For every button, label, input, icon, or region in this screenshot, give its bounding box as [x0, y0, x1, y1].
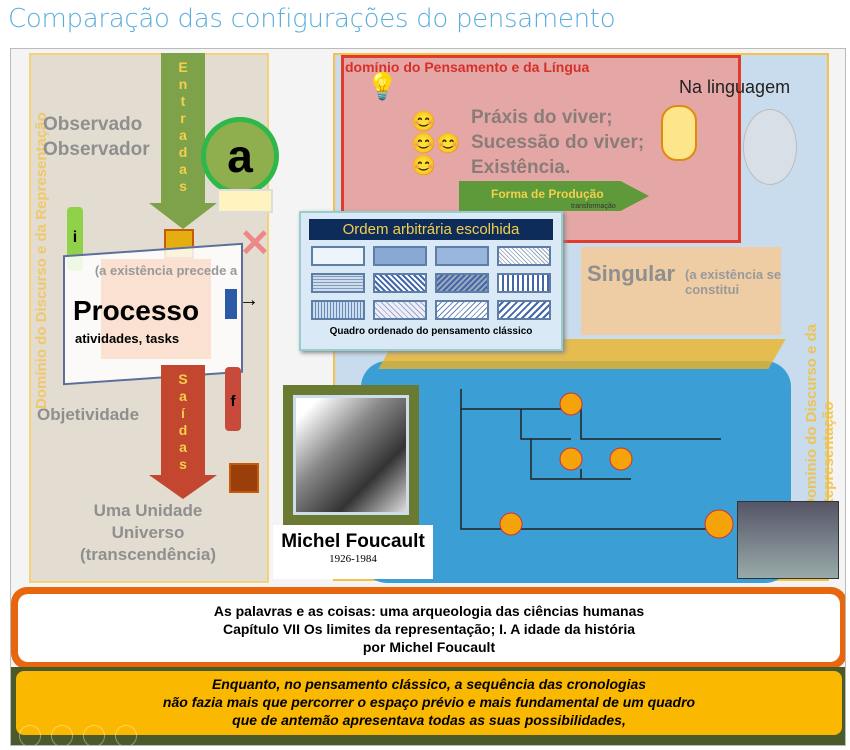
prev-slide-button[interactable] [19, 725, 41, 745]
entradas-letter: E [178, 59, 188, 75]
book-box: As palavras e as coisas: uma arqueologia… [11, 587, 845, 669]
portrait-caption: Michel Foucault 1926-1984 [273, 525, 433, 579]
pattern-cell [497, 300, 551, 320]
more-button[interactable] [115, 725, 137, 745]
smiley-icons: 😊😊😊😊 [411, 111, 461, 177]
door-icon [225, 289, 237, 319]
existencia-precede-text: (a existência precede a [94, 263, 238, 278]
existencia-line: Existência. [471, 157, 571, 178]
portrait-years: 1926-1984 [329, 553, 377, 565]
cycle-cube-icon [661, 105, 697, 161]
entradas-letter: a [179, 161, 187, 177]
praxis-text: Práxis do viver; Sucessão do viver; Exis… [471, 105, 644, 180]
pattern-grid [301, 246, 561, 320]
tree-diagram [460, 389, 734, 539]
existencia-note [101, 259, 211, 359]
singular-label: Singular [587, 261, 676, 286]
entradas-letter: t [180, 93, 186, 109]
forma-producao-label: Forma de Produção [491, 187, 604, 201]
quadro-header: Ordem arbitrária escolhida [309, 219, 553, 240]
pattern-cell [311, 246, 365, 266]
singular-box [581, 247, 781, 335]
book-line-1: As palavras e as coisas: uma arqueologia… [213, 603, 645, 619]
saidas-letter: a [179, 388, 187, 404]
arrow-right-icon: → [239, 289, 259, 311]
atividades-label: atividades, tasks [75, 331, 180, 346]
quadro-card: Ordem arbitrária escolhida Quadro ordena… [299, 211, 563, 351]
book-line-2: Capítulo VII Os limites da representação… [222, 621, 636, 637]
cube-nodes [499, 392, 734, 539]
pattern-cell [435, 273, 489, 293]
forma-producao-arrow [459, 181, 649, 211]
universo-text: Universo [111, 523, 185, 542]
dominio-pensamento-label: domínio do Pensamento e da Língua [345, 59, 590, 75]
pattern-cell [497, 246, 551, 266]
pattern-cell [311, 273, 365, 293]
portrait-frame [283, 385, 419, 525]
observador-text: Observador [43, 139, 150, 160]
portrait-name: Michel Foucault [281, 531, 425, 552]
objetividade-text: Objetividade [37, 405, 140, 424]
entradas-letter: d [178, 144, 188, 160]
entradas-letter: a [179, 127, 187, 143]
zoom-button[interactable] [83, 725, 105, 745]
quadro-caption: Quadro ordenado do pensamento clássico [329, 326, 533, 337]
na-linguagem-label: Na linguagem [679, 77, 791, 97]
presenter-video[interactable] [737, 501, 839, 579]
page-title: Comparação das configurações do pensamen… [8, 4, 616, 34]
question-cross-icon: ✕ [239, 223, 271, 265]
unidade-text: Uma Unidade [93, 501, 203, 520]
pen-button[interactable] [51, 725, 73, 745]
quote-line-3: que de antemão apresentava todas as suas… [232, 712, 626, 728]
entradas-letter: s [179, 178, 187, 194]
right-vertical-label: Domínio do Discurso e da Representação [803, 323, 837, 509]
quote-line-2: não fazia mais que percorrer o espaço pr… [162, 694, 696, 710]
pattern-cell [373, 300, 427, 320]
foucault-photo [293, 395, 409, 515]
pattern-cell [435, 300, 489, 320]
left-vertical-label: Domínio do Discurso e da Representação [33, 112, 50, 409]
speech-bubble [217, 189, 273, 213]
sucessao-line: Sucessão do viver; [471, 132, 645, 153]
ellipse-shape [743, 109, 797, 185]
book-line-3: por Michel Foucault [362, 639, 496, 655]
cube-dark-icon [229, 463, 259, 493]
saidas-letter: d [178, 422, 188, 438]
slide-controls [19, 725, 137, 745]
transformacao-label: transformação [571, 203, 616, 210]
slide: Domínio do Discurso e da Representação O… [10, 48, 846, 746]
pattern-cell [497, 273, 551, 293]
entradas-letter: n [178, 76, 188, 92]
praxis-line: Práxis do viver; [471, 107, 613, 128]
saidas-letter: a [179, 439, 187, 455]
observado-text: Observado [43, 114, 143, 135]
saidas-letter: s [179, 456, 187, 472]
existencia-constitui-text: (a existência se constitui [685, 267, 782, 297]
pattern-cell [311, 300, 365, 320]
pattern-cell [435, 246, 489, 266]
saidas-letter: S [178, 371, 188, 387]
quote-line-1: Enquanto, no pensamento clássico, a sequ… [211, 676, 647, 692]
quote-box: Enquanto, no pensamento clássico, a sequ… [11, 667, 845, 745]
badge-a: a [201, 117, 279, 195]
transcendencia-text: (transcendência) [79, 545, 217, 564]
entradas-letter: r [180, 110, 186, 126]
pattern-cell [373, 273, 427, 293]
saidas-letter: í [181, 405, 185, 421]
tag-f: f [225, 367, 241, 431]
pattern-cell [373, 246, 427, 266]
lightbulb-icon: 💡 [366, 71, 399, 101]
processo-label: Processo [73, 295, 200, 326]
